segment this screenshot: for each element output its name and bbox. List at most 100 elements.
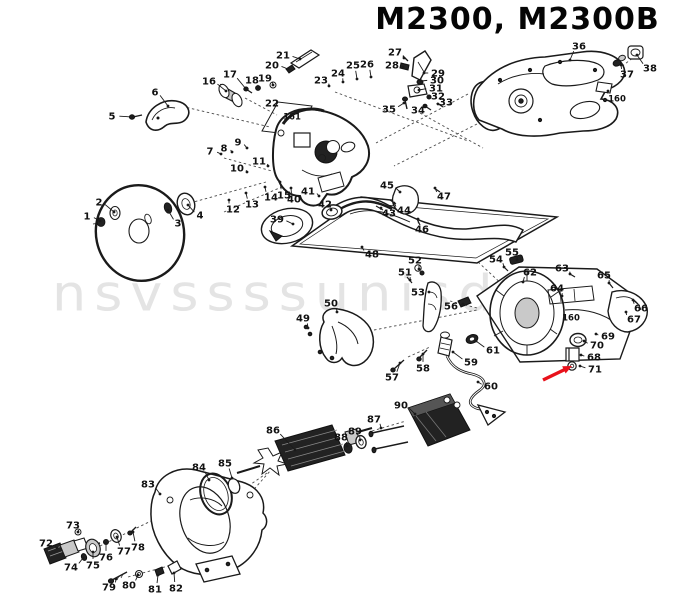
part-label-50: 50 [324,298,338,309]
part-84-target [207,478,211,482]
part-41-target [317,194,321,198]
part-65-target [607,281,611,285]
leader-line-59 [452,351,463,360]
part-69-target [594,332,598,336]
highlight-arrow-shaft [542,367,568,382]
part-label-160: 160 [562,313,580,323]
part-61-target [474,339,478,343]
part-25-target [355,77,359,81]
depth-knob [569,332,587,348]
part-73-target [76,530,80,534]
part-46-target [416,217,420,221]
diagram-title: M2300, M2300B [375,2,660,37]
part-59-target [451,350,455,354]
part-13-target [244,191,248,195]
part-label-63: 63 [555,263,569,274]
part-53-target [427,290,431,294]
part-52-target [417,267,421,271]
part-58-target [421,352,425,356]
part-75-target [91,550,95,554]
part-35-target [402,101,406,105]
part-74-target [81,556,85,560]
strain-relief [437,336,453,357]
part-label-18: 18 [245,75,259,86]
part-57-target [398,361,402,365]
part-12-target [227,198,231,202]
part-label-44: 44 [397,205,411,216]
part-60-target [476,380,480,384]
part-88-target [345,444,349,448]
part-29-target [422,71,426,75]
part-label-52: 52 [408,255,422,266]
part-81-target [156,573,160,577]
part-39-target [291,222,295,226]
part-label-61: 61 [486,345,500,356]
part-label-10: 10 [230,163,244,174]
part-label-87: 87 [367,414,381,425]
part-label-42: 42 [318,199,332,210]
part-56-target [461,302,465,306]
leader-line-17 [236,77,247,90]
part-label-89: 89 [348,426,362,437]
arbor-screw [96,217,106,227]
part-label-62: 62 [523,267,537,278]
part-label-35: 35 [382,104,396,115]
part-63-target [568,272,572,276]
part-45-target [398,190,402,194]
part-label-59: 59 [464,357,478,368]
part-label-3: 3 [175,218,182,229]
part-77-target [115,535,119,539]
part-37-target [619,63,623,67]
part-label-29: 29 [431,68,445,79]
dust-tube [218,81,277,108]
part-label-41: 41 [301,186,315,197]
part-18-target [256,86,260,90]
ring-89 [355,434,367,450]
armature-core [274,424,346,472]
part-label-28: 28 [385,60,399,71]
part-87-target [379,426,383,430]
leader-line-85 [228,468,233,479]
part-label-46: 46 [415,224,429,235]
part-label-19: 19 [258,73,272,84]
part-85-target [230,476,234,480]
part-49-target [306,326,310,330]
part-70-target [582,339,586,343]
part-label-39: 39 [270,214,284,225]
part-label-58: 58 [416,363,430,374]
part-38-target [635,53,639,57]
part-2-target [112,210,116,214]
part-23-target [327,84,331,88]
part-label-13: 13 [245,199,259,210]
part-1-target [98,219,102,223]
part-label-17: 17 [223,69,237,80]
part-label-71: 71 [588,364,602,375]
part-11-target [266,164,270,168]
spindle-parts [43,526,137,565]
part-90-target [413,412,417,416]
part-label-56: 56 [444,301,458,312]
part-8-target [230,150,234,154]
part-label-31: 31 [429,83,443,94]
part-label-86: 86 [266,425,280,436]
part-20-target [286,67,290,71]
part-label-76: 76 [99,552,113,563]
part-label-40: 40 [287,194,301,205]
part-label-79: 79 [102,582,116,593]
part-79-target [114,577,118,581]
part-label-47: 47 [437,191,451,202]
part-label-88: 88 [334,432,348,443]
part-label-85: 85 [218,458,232,469]
part-24-target [341,80,345,84]
part-6-target [166,104,170,108]
part-label-72: 72 [39,538,53,549]
leader-line-86 [279,433,296,451]
stator [407,393,471,447]
part-label-75: 75 [86,560,100,571]
leader-line-78 [132,531,136,542]
part-label-30: 30 [430,75,444,86]
part-label-34: 34 [411,105,425,116]
leader-line-61 [475,340,485,348]
part-3-target [166,208,170,212]
gear-housing [476,254,648,371]
